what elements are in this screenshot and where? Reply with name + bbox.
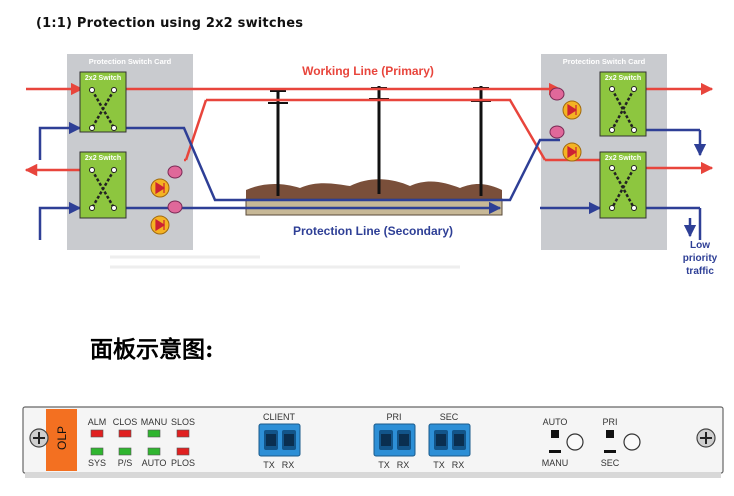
port-label-client: CLIENT bbox=[263, 412, 296, 422]
led-plos bbox=[176, 447, 190, 456]
svg-text:Low: Low bbox=[690, 240, 710, 251]
status-leds bbox=[90, 429, 190, 456]
sec-button-label: SEC bbox=[601, 458, 620, 468]
working-line-label: Working Line (Primary) bbox=[302, 64, 434, 78]
led-alm bbox=[90, 429, 104, 438]
ground-terrain bbox=[246, 179, 502, 200]
client-port[interactable] bbox=[258, 423, 301, 457]
led-label-manu: MANU bbox=[141, 417, 168, 427]
switch-label: 2x2 Switch bbox=[605, 155, 641, 162]
mode-indicator-2 bbox=[603, 430, 617, 453]
switch-label: 2x2 Switch bbox=[85, 75, 121, 82]
pri-tx-label: TX bbox=[378, 460, 390, 470]
pri-button-label: PRI bbox=[602, 417, 617, 427]
led-label-plos: PLOS bbox=[171, 458, 195, 468]
sec-tx-label: TX bbox=[433, 460, 445, 470]
port-label-pri: PRI bbox=[386, 412, 401, 422]
faint-overlay bbox=[110, 255, 460, 269]
pri-port[interactable] bbox=[373, 423, 416, 457]
client-rx-label: RX bbox=[282, 460, 295, 470]
left-screw[interactable] bbox=[29, 428, 49, 448]
led-label-alm: ALM bbox=[88, 417, 107, 427]
port-label-sec: SEC bbox=[440, 412, 459, 422]
pri-rx-label: RX bbox=[397, 460, 410, 470]
led-label-sys: SYS bbox=[88, 458, 106, 468]
protection-line-label: Protection Line (Secondary) bbox=[293, 224, 453, 238]
switch-label: 2x2 Switch bbox=[605, 75, 641, 82]
protection-lines bbox=[38, 121, 707, 240]
module-label: OLP bbox=[55, 426, 69, 450]
panel-diagram-heading: 面板示意图: bbox=[90, 336, 214, 363]
switch-label: 2x2 Switch bbox=[85, 155, 121, 162]
working-lines bbox=[24, 82, 714, 177]
manu-label: MANU bbox=[542, 458, 569, 468]
led-manu bbox=[147, 429, 161, 438]
sec-port[interactable] bbox=[428, 423, 471, 457]
client-tx-label: TX bbox=[263, 460, 275, 470]
switch-right-top: 2x2 Switch bbox=[599, 71, 647, 137]
led-clos bbox=[118, 429, 132, 438]
led-slos bbox=[176, 429, 190, 438]
sec-rx-label: RX bbox=[452, 460, 465, 470]
switch-left-bottom: 2x2 Switch bbox=[79, 151, 127, 219]
svg-text:traffic: traffic bbox=[686, 266, 714, 277]
led-label-ps: P/S bbox=[118, 458, 133, 468]
right-screw[interactable] bbox=[696, 428, 716, 448]
led-auto bbox=[147, 447, 161, 456]
svg-text:priority: priority bbox=[683, 253, 718, 264]
right-card-title: Protection Switch Card bbox=[563, 57, 646, 66]
led-label-clos: CLOS bbox=[113, 417, 138, 427]
utility-poles bbox=[268, 86, 491, 196]
pri-sec-button[interactable] bbox=[623, 433, 641, 451]
low-priority-traffic-label: Low priority traffic bbox=[683, 240, 718, 277]
led-sys bbox=[90, 447, 104, 456]
switch-left-top: 2x2 Switch bbox=[79, 71, 127, 133]
led-ps bbox=[118, 447, 132, 456]
left-card-title: Protection Switch Card bbox=[89, 57, 172, 66]
led-label-slos: SLOS bbox=[171, 417, 195, 427]
led-label-auto: AUTO bbox=[142, 458, 167, 468]
coupler-icons bbox=[167, 87, 565, 214]
auto-manu-button[interactable] bbox=[566, 433, 584, 451]
auto-label: AUTO bbox=[543, 417, 568, 427]
olp-front-panel: OLP ALM CLOS MANU SLOS SYS P/S AUTO PLOS bbox=[22, 406, 724, 478]
switch-right-bottom: 2x2 Switch bbox=[599, 151, 647, 219]
mode-indicator-1 bbox=[548, 430, 562, 453]
diagram-heading: (1:1) Protection using 2x2 switches bbox=[36, 16, 304, 31]
photodiode-icons bbox=[150, 100, 582, 235]
olp-tab bbox=[46, 409, 77, 471]
